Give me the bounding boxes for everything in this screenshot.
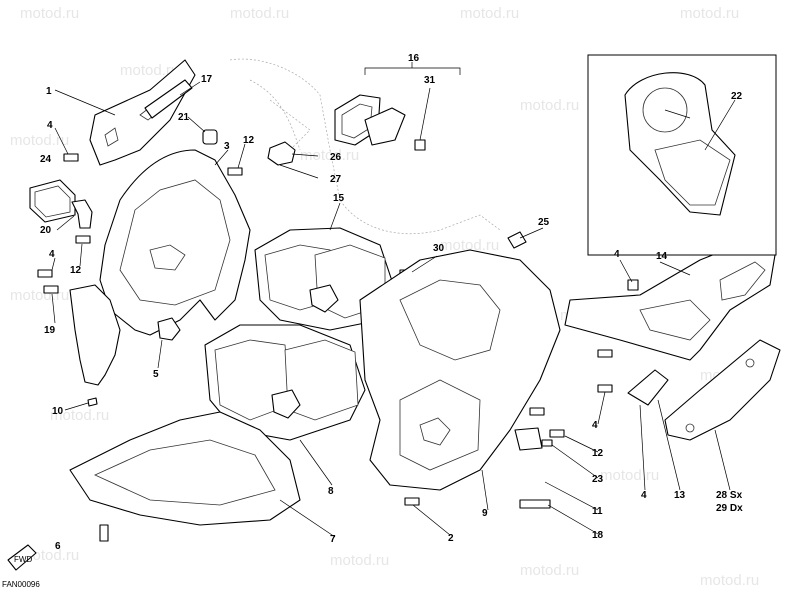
bolt-6	[99, 524, 109, 542]
side-plate-28-29	[664, 339, 781, 441]
callout-10: 10	[52, 406, 64, 417]
callout-6: 6	[55, 541, 61, 552]
callout-2: 2	[448, 533, 454, 544]
clamp-5	[157, 317, 181, 341]
bolt-19	[43, 285, 59, 294]
svg-text:motod.ru: motod.ru	[520, 97, 579, 114]
callout-21: 21	[178, 112, 190, 123]
callout-4: 4	[49, 249, 55, 260]
callout-17: 17	[201, 74, 213, 85]
callout-12: 12	[70, 265, 82, 276]
callout-13: 13	[674, 490, 686, 501]
svg-text:motod.ru: motod.ru	[700, 572, 759, 589]
bolt-12-top	[227, 167, 243, 176]
callout-29-dx: 29 Dx	[716, 503, 743, 514]
cylinder-head-lower-8	[204, 324, 366, 441]
svg-text:motod.ru: motod.ru	[10, 132, 69, 149]
bolts	[37, 139, 639, 542]
clip-26	[267, 141, 296, 166]
callout-20: 20	[40, 225, 52, 236]
callout-4: 4	[47, 120, 53, 131]
callout-4: 4	[592, 420, 598, 431]
callout-15: 15	[333, 193, 345, 204]
callout-11: 11	[592, 506, 603, 517]
callout-31: 31	[424, 75, 436, 86]
bolt-12-left	[75, 235, 91, 244]
crankcase-body	[359, 249, 561, 491]
callout-9: 9	[482, 508, 488, 519]
small-parts	[71, 129, 527, 407]
svg-text:motod.ru: motod.ru	[50, 407, 109, 424]
svg-text:motod.ru: motod.ru	[230, 5, 289, 22]
bolt-4-mid	[597, 349, 613, 358]
callout-26: 26	[330, 152, 342, 163]
svg-text:motod.ru: motod.ru	[460, 5, 519, 22]
callout-4: 4	[641, 490, 647, 501]
damper-11-23	[514, 427, 553, 451]
svg-text:motod.ru: motod.ru	[10, 287, 69, 304]
fwd-arrow: FWD	[7, 544, 37, 571]
bolt-12-lower	[549, 429, 565, 438]
hose-20	[71, 199, 93, 229]
svg-text:motod.ru: motod.ru	[440, 237, 499, 254]
diagram-code: FAN00096	[2, 580, 40, 589]
bolt-4-top	[63, 153, 79, 162]
callout-23: 23	[592, 474, 604, 485]
callout-8: 8	[328, 486, 334, 497]
svg-text:motod.ru: motod.ru	[680, 5, 739, 22]
bottom-cover-7	[69, 411, 301, 526]
svg-text:motod.ru: motod.ru	[300, 147, 359, 164]
callout-27: 27	[330, 174, 342, 185]
callout-14: 14	[656, 251, 668, 262]
svg-text:motod.ru: motod.ru	[600, 467, 659, 484]
svg-text:motod.ru: motod.ru	[330, 552, 389, 569]
callout-12: 12	[243, 135, 255, 146]
bolt-4-lower	[529, 407, 545, 416]
belt-cover-lower-arm	[69, 284, 121, 386]
callout-7: 7	[330, 534, 336, 545]
frame-ghost-outline	[229, 58, 501, 235]
bolt-31	[414, 139, 426, 151]
callout-25: 25	[538, 217, 550, 228]
callout-labels: 1 17 4 21 12 24 3 26 27 20 4 12 19 5 10 …	[40, 53, 743, 552]
bolt-4-right-top	[627, 279, 639, 291]
clip-25	[507, 231, 527, 249]
svg-text:motod.ru: motod.ru	[520, 562, 579, 579]
bracket-13	[627, 369, 669, 406]
svg-text:motod.ru: motod.ru	[20, 5, 79, 22]
filter-box-24	[29, 179, 76, 223]
callout-22: 22	[731, 91, 743, 102]
fwd-label: FWD	[14, 555, 32, 564]
callout-28-sx: 28 Sx	[716, 490, 743, 501]
callout-24: 24	[40, 154, 52, 165]
bolt-2	[404, 497, 420, 506]
pin-10	[87, 397, 98, 407]
bracket-14	[564, 239, 776, 361]
inspection-cover-16	[334, 94, 406, 146]
callout-5: 5	[153, 369, 159, 380]
callout-3: 3	[224, 141, 230, 152]
belt-cover-vertical	[99, 149, 251, 336]
bolt-4-left	[37, 269, 53, 278]
inset-detail	[587, 54, 777, 256]
stud-18	[519, 499, 551, 509]
callout-30: 30	[433, 243, 445, 254]
bolt-4-mid2	[597, 384, 613, 393]
grommet-21	[202, 129, 218, 145]
callout-1: 1	[46, 86, 52, 97]
callout-4: 4	[614, 249, 620, 260]
svg-text:motod.ru: motod.ru	[120, 62, 179, 79]
bracket-17	[144, 79, 193, 119]
callout-19: 19	[44, 325, 56, 336]
callout-12: 12	[592, 448, 604, 459]
callout-18: 18	[592, 530, 604, 541]
leader-lines	[51, 62, 736, 538]
callout-16: 16	[408, 53, 420, 64]
